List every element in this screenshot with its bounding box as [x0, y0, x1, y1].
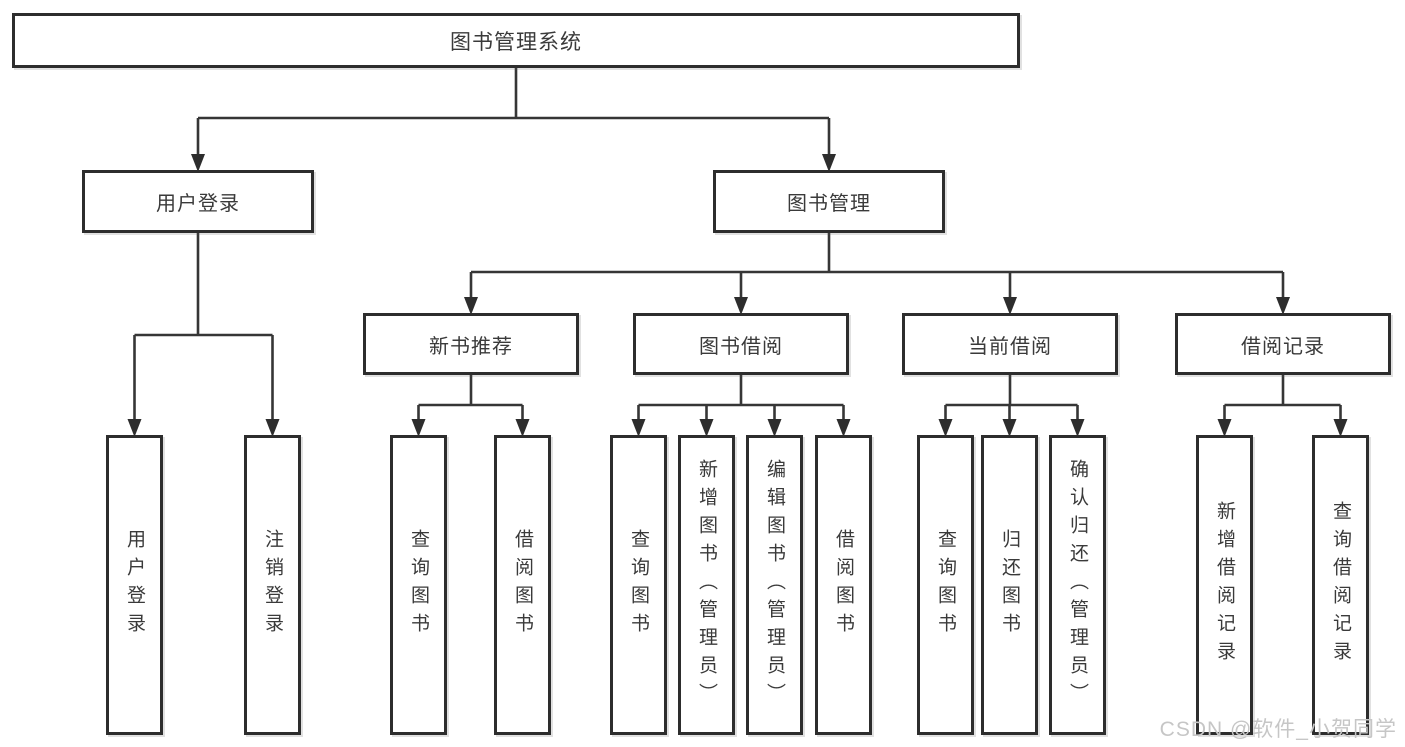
arrowhead-icon	[1333, 419, 1348, 437]
node-label: 注销登录	[262, 529, 283, 641]
node-bb-query: 查询图书	[610, 435, 667, 735]
node-label: 当前借阅	[968, 335, 1052, 358]
node-book-borrow: 图书借阅	[633, 313, 849, 375]
node-label: 借阅图书	[512, 529, 533, 641]
node-ul-login: 用户登录	[106, 435, 163, 735]
node-root: 图书管理系统	[12, 13, 1020, 68]
arrowhead-icon	[699, 419, 714, 437]
node-label: 查询图书	[628, 529, 649, 641]
node-label: 查询借阅记录	[1330, 501, 1351, 669]
arrowhead-icon	[836, 419, 851, 437]
node-label: 归还图书	[999, 529, 1020, 641]
node-br-query: 查询借阅记录	[1312, 435, 1369, 735]
connector-path	[133, 68, 1342, 421]
node-label: 用户登录	[124, 529, 145, 641]
arrowhead-icon	[515, 419, 530, 437]
node-label: 用户登录	[156, 193, 240, 215]
arrowhead-icon	[1070, 419, 1085, 437]
node-label: 新书推荐	[429, 335, 513, 358]
arrowhead-icon	[265, 419, 280, 437]
node-label: 编辑图书（管理员）	[764, 459, 785, 711]
node-bb-borrow: 借阅图书	[815, 435, 872, 735]
node-label: 新增图书（管理员）	[696, 459, 717, 711]
arrowhead-icon	[191, 154, 205, 172]
node-cb-confirm: 确认归还（管理员）	[1049, 435, 1106, 735]
node-label: 图书借阅	[699, 335, 783, 358]
arrowhead-icon	[1276, 297, 1290, 315]
node-label: 新增借阅记录	[1214, 501, 1235, 669]
node-label: 查询图书	[935, 529, 956, 641]
arrowhead-icon	[1217, 419, 1232, 437]
node-label: 图书管理系统	[450, 30, 582, 54]
node-bb-edit: 编辑图书（管理员）	[746, 435, 803, 735]
arrowhead-icon	[1003, 297, 1017, 315]
arrowhead-icon	[464, 297, 478, 315]
node-cb-return: 归还图书	[981, 435, 1038, 735]
arrowhead-icon	[1002, 419, 1017, 437]
node-current-borrow: 当前借阅	[902, 313, 1118, 375]
arrowhead-icon	[127, 419, 142, 437]
arrowhead-icon	[767, 419, 782, 437]
node-bb-add: 新增图书（管理员）	[678, 435, 735, 735]
node-book-mgmt: 图书管理	[713, 170, 945, 233]
arrowhead-icon	[938, 419, 953, 437]
node-label: 图书管理	[787, 193, 871, 215]
node-label: 借阅记录	[1241, 335, 1325, 358]
node-ul-logout: 注销登录	[244, 435, 301, 735]
node-label: 确认归还（管理员）	[1067, 459, 1088, 711]
watermark-text: CSDN @软件_小贺同学	[1159, 718, 1397, 741]
node-user-login: 用户登录	[82, 170, 314, 233]
node-rec-query: 查询图书	[390, 435, 447, 735]
node-rec-borrow: 借阅图书	[494, 435, 551, 735]
arrowhead-icon	[631, 419, 646, 437]
arrowhead-icon	[822, 154, 836, 172]
arrowhead-icon	[734, 297, 748, 315]
node-cb-query: 查询图书	[917, 435, 974, 735]
node-label: 借阅图书	[833, 529, 854, 641]
arrowhead-icon	[411, 419, 426, 437]
node-label: 查询图书	[408, 529, 429, 641]
node-borrow-records: 借阅记录	[1175, 313, 1391, 375]
node-br-add: 新增借阅记录	[1196, 435, 1253, 735]
node-new-book-rec: 新书推荐	[363, 313, 579, 375]
